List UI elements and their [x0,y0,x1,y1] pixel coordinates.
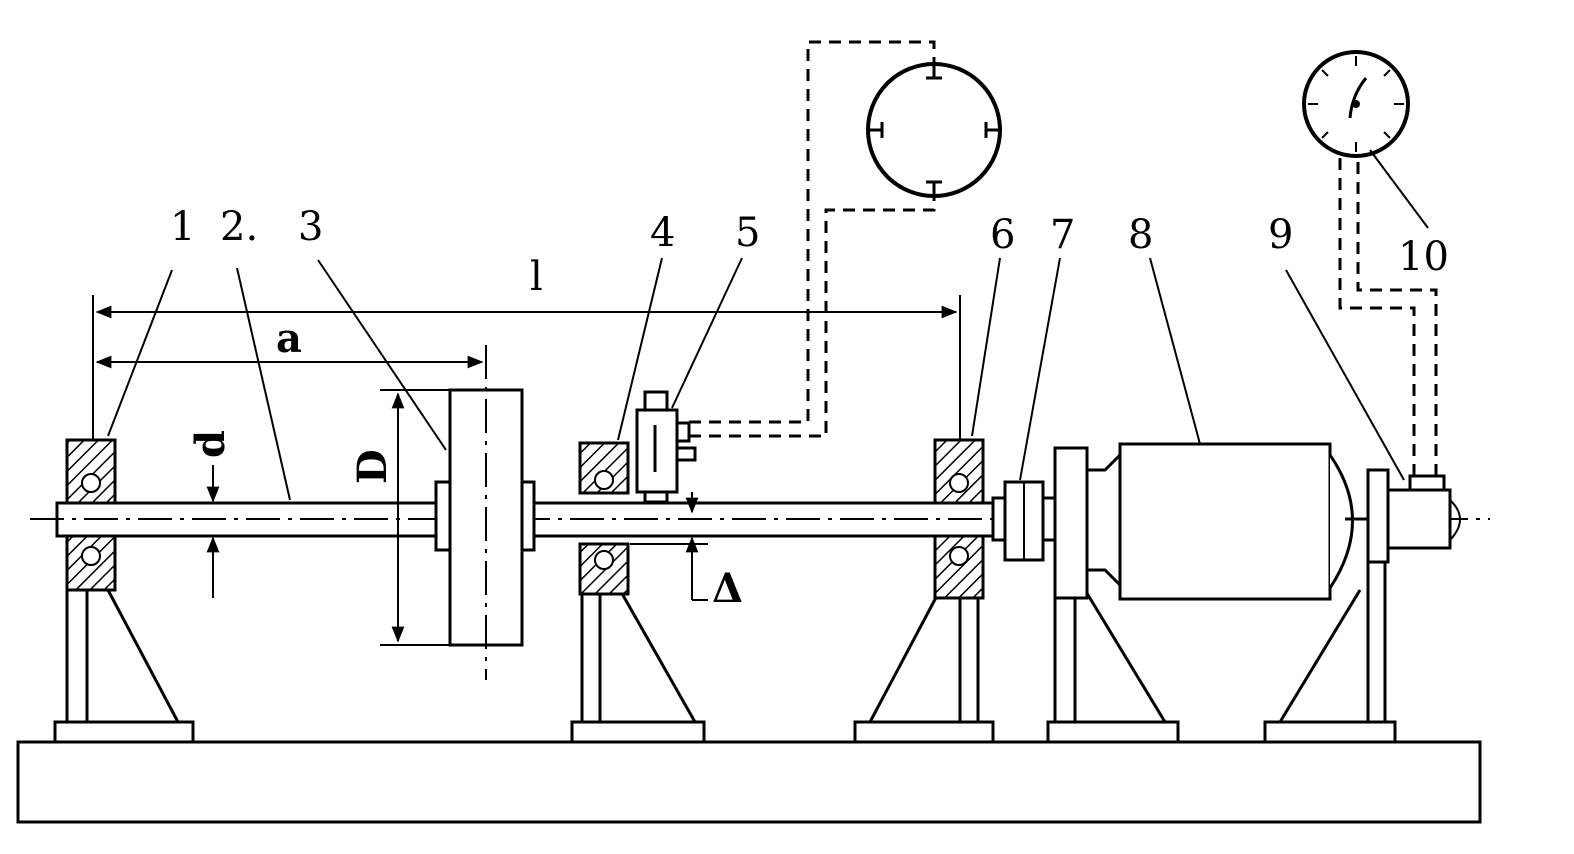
support-stand-4 [580,589,697,723]
label-part-5: 5 [735,210,760,256]
dimension-delta [630,492,708,601]
label-part-1: 1 [170,204,195,250]
motor-8 [1053,442,1372,601]
label-part-2: 2. [220,204,258,250]
label-part-8: 8 [1128,212,1153,258]
label-part-10: 10 [1398,234,1449,280]
support-stand-1 [65,589,180,723]
signal-wiring [689,40,1438,476]
label-dim-a: a [276,315,302,362]
label-part-6: 6 [990,212,1015,258]
leader-lines [107,149,1429,501]
label-dim-l: l [530,254,543,300]
sensor-5 [635,390,697,504]
label-part-9: 9 [1268,212,1293,258]
base-plate [16,740,1482,824]
coupling-7 [991,480,1057,562]
disk-3 [434,345,536,680]
support-stand-6 [868,589,980,723]
label-part-4: 4 [650,210,675,256]
label-part-7: 7 [1050,212,1075,258]
dimension-D [380,389,450,646]
label-dim-D: D [349,449,396,484]
bearing-4 [578,441,630,596]
label-dim-delta: Δ [712,565,743,612]
oscilloscope-display [866,62,1002,198]
bearing-1 [65,438,117,592]
label-dim-d: d [187,430,234,458]
label-part-3: 3 [298,204,323,250]
tachometer-dial-10 [1302,50,1410,158]
foot-pads [53,720,1397,744]
encoder-9 [1366,468,1461,564]
dimension-l [92,295,961,440]
